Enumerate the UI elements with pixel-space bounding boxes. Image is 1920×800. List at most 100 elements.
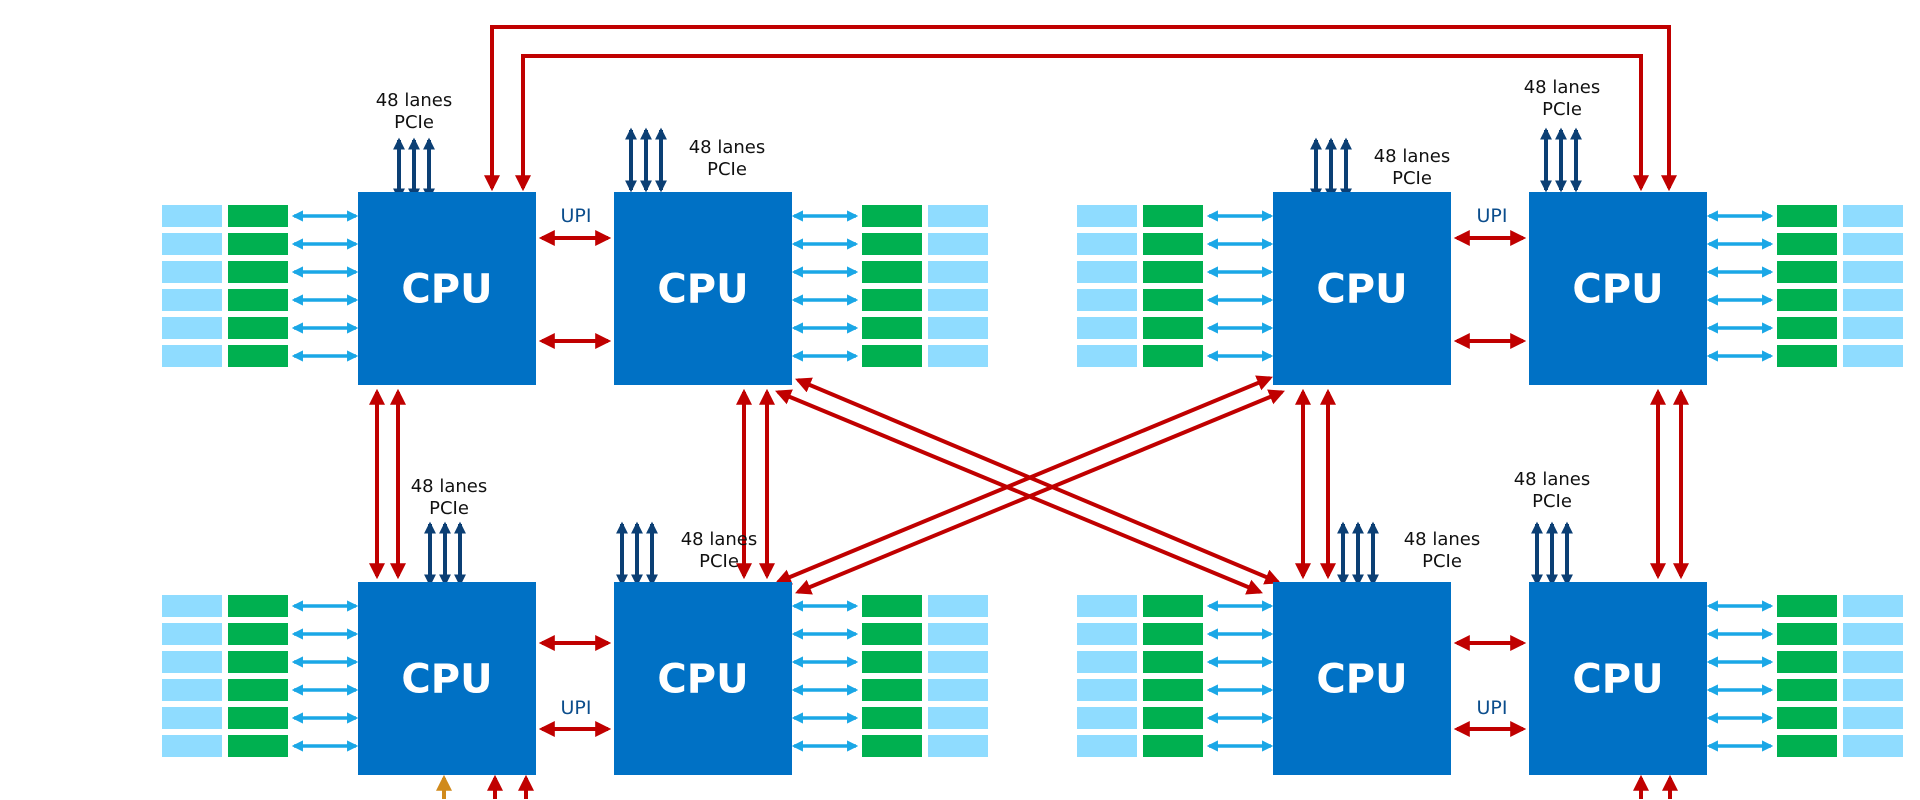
cpu-bottom-left-a: CPU <box>358 582 536 775</box>
upi-link-top-loop-outer-right <box>492 25 1677 192</box>
memory-dimm-light-icon <box>1077 679 1137 701</box>
pcie-label-line2: PCIe <box>394 112 434 133</box>
pcie-top-right-a <box>1310 137 1352 201</box>
memory-dimm-light-icon <box>928 679 988 701</box>
cpu-label: CPU <box>657 267 748 313</box>
memory-dimm-icon <box>228 261 288 283</box>
memory-dimm-icon <box>1777 289 1837 311</box>
cpu-top-left-b: CPU <box>614 192 792 385</box>
memory-dimm-icon <box>862 261 922 283</box>
memory-bank-top-left-a <box>162 205 359 367</box>
memory-dimm-light-icon <box>1077 233 1137 255</box>
memory-dimm-light-icon <box>1077 289 1137 311</box>
memory-dimm-icon <box>228 233 288 255</box>
memory-dimm-icon <box>862 317 922 339</box>
memory-dimm-icon <box>228 735 288 757</box>
memory-dimm-icon <box>1143 261 1203 283</box>
memory-dimm-icon <box>1143 317 1203 339</box>
memory-dimm-icon <box>1143 651 1203 673</box>
cpu-label: CPU <box>401 657 492 703</box>
memory-dimm-icon <box>1143 735 1203 757</box>
cpu-chip-icon <box>1529 582 1707 775</box>
memory-dimm-icon <box>1777 651 1837 673</box>
memory-dimm-light-icon <box>1843 623 1903 645</box>
pcie-label-line1: 48 lanes <box>1514 469 1591 490</box>
cpu-label: CPU <box>1316 657 1407 703</box>
memory-dimm-icon <box>1777 261 1837 283</box>
memory-dimm-light-icon <box>1077 595 1137 617</box>
upi-link-diagonal-down-a <box>795 377 1281 585</box>
cpu-bottom-right-b: CPU <box>1529 582 1707 775</box>
memory-dimm-icon <box>1143 679 1203 701</box>
cpu-label: CPU <box>1572 267 1663 313</box>
memory-dimm-icon <box>1777 317 1837 339</box>
cpu-chip-icon <box>1273 192 1451 385</box>
memory-dimm-icon <box>228 289 288 311</box>
memory-bank-bottom-left-b <box>791 595 988 757</box>
memory-dimm-icon <box>1777 233 1837 255</box>
memory-dimm-icon <box>228 707 288 729</box>
memory-dimm-light-icon <box>1077 623 1137 645</box>
upi-label-top-right: UPI <box>1477 205 1508 227</box>
memory-dimm-light-icon <box>928 317 988 339</box>
memory-dimm-light-icon <box>162 651 222 673</box>
memory-dimm-light-icon <box>162 205 222 227</box>
memory-dimm-icon <box>862 345 922 367</box>
memory-bank-top-right-b <box>1706 205 1903 367</box>
upi-link-top-loop-inner-left <box>515 54 1641 192</box>
memory-dimm-icon <box>1143 345 1203 367</box>
memory-bank-bottom-left-a <box>162 595 359 757</box>
pcie-arrow-layer <box>393 127 1582 587</box>
memory-dimm-light-icon <box>1843 707 1903 729</box>
memory-dimm-icon <box>1777 595 1837 617</box>
memory-bank-top-right-a <box>1077 205 1274 367</box>
memory-dimm-light-icon <box>928 261 988 283</box>
memory-dimm-light-icon <box>162 595 222 617</box>
memory-dimm-light-icon <box>1077 205 1137 227</box>
memory-dimm-light-icon <box>162 707 222 729</box>
memory-dimm-light-icon <box>1843 735 1903 757</box>
memory-dimm-light-icon <box>1843 345 1903 367</box>
memory-dimm-light-icon <box>1843 317 1903 339</box>
pcie-label-line1: 48 lanes <box>1374 146 1451 167</box>
cpu-chip-icon <box>1273 582 1451 775</box>
cpu-bottom-left-b: CPU <box>614 582 792 775</box>
memory-dimm-icon <box>228 623 288 645</box>
memory-dimm-light-icon <box>1077 735 1137 757</box>
memory-dimm-light-icon <box>928 233 988 255</box>
memory-layer <box>162 205 1903 757</box>
cpu-top-right-a: CPU <box>1273 192 1451 385</box>
memory-dimm-icon <box>1143 289 1203 311</box>
pcie-top-left-b <box>625 127 667 193</box>
memory-dimm-icon <box>862 623 922 645</box>
cpu-top-right-b: CPU <box>1529 192 1707 385</box>
memory-dimm-icon <box>1143 707 1203 729</box>
cpu-bottom-right-a: CPU <box>1273 582 1451 775</box>
cpu-chip-icon <box>358 582 536 775</box>
memory-bank-bottom-right-a <box>1077 595 1274 757</box>
pcie-label-line1: 48 lanes <box>681 529 758 550</box>
memory-dimm-icon <box>228 205 288 227</box>
memory-dimm-icon <box>1143 623 1203 645</box>
pcie-top-left-a <box>393 137 435 201</box>
memory-dimm-icon <box>1143 595 1203 617</box>
cpu-chip-icon <box>1529 192 1707 385</box>
pcie-top-right-b <box>1540 127 1582 193</box>
memory-dimm-light-icon <box>162 679 222 701</box>
pcie-label-line2: PCIe <box>707 159 747 180</box>
memory-dimm-icon <box>228 651 288 673</box>
memory-dimm-light-icon <box>928 345 988 367</box>
pcie-bottom-left-a <box>424 521 466 587</box>
memory-dimm-light-icon <box>1077 345 1137 367</box>
memory-dimm-light-icon <box>1077 261 1137 283</box>
memory-dimm-light-icon <box>162 735 222 757</box>
upi-link-layer <box>369 25 1689 799</box>
memory-dimm-icon <box>862 707 922 729</box>
memory-dimm-light-icon <box>162 233 222 255</box>
memory-dimm-light-icon <box>928 205 988 227</box>
memory-dimm-light-icon <box>162 345 222 367</box>
upi-link-top-loop-inner-right <box>523 54 1649 192</box>
